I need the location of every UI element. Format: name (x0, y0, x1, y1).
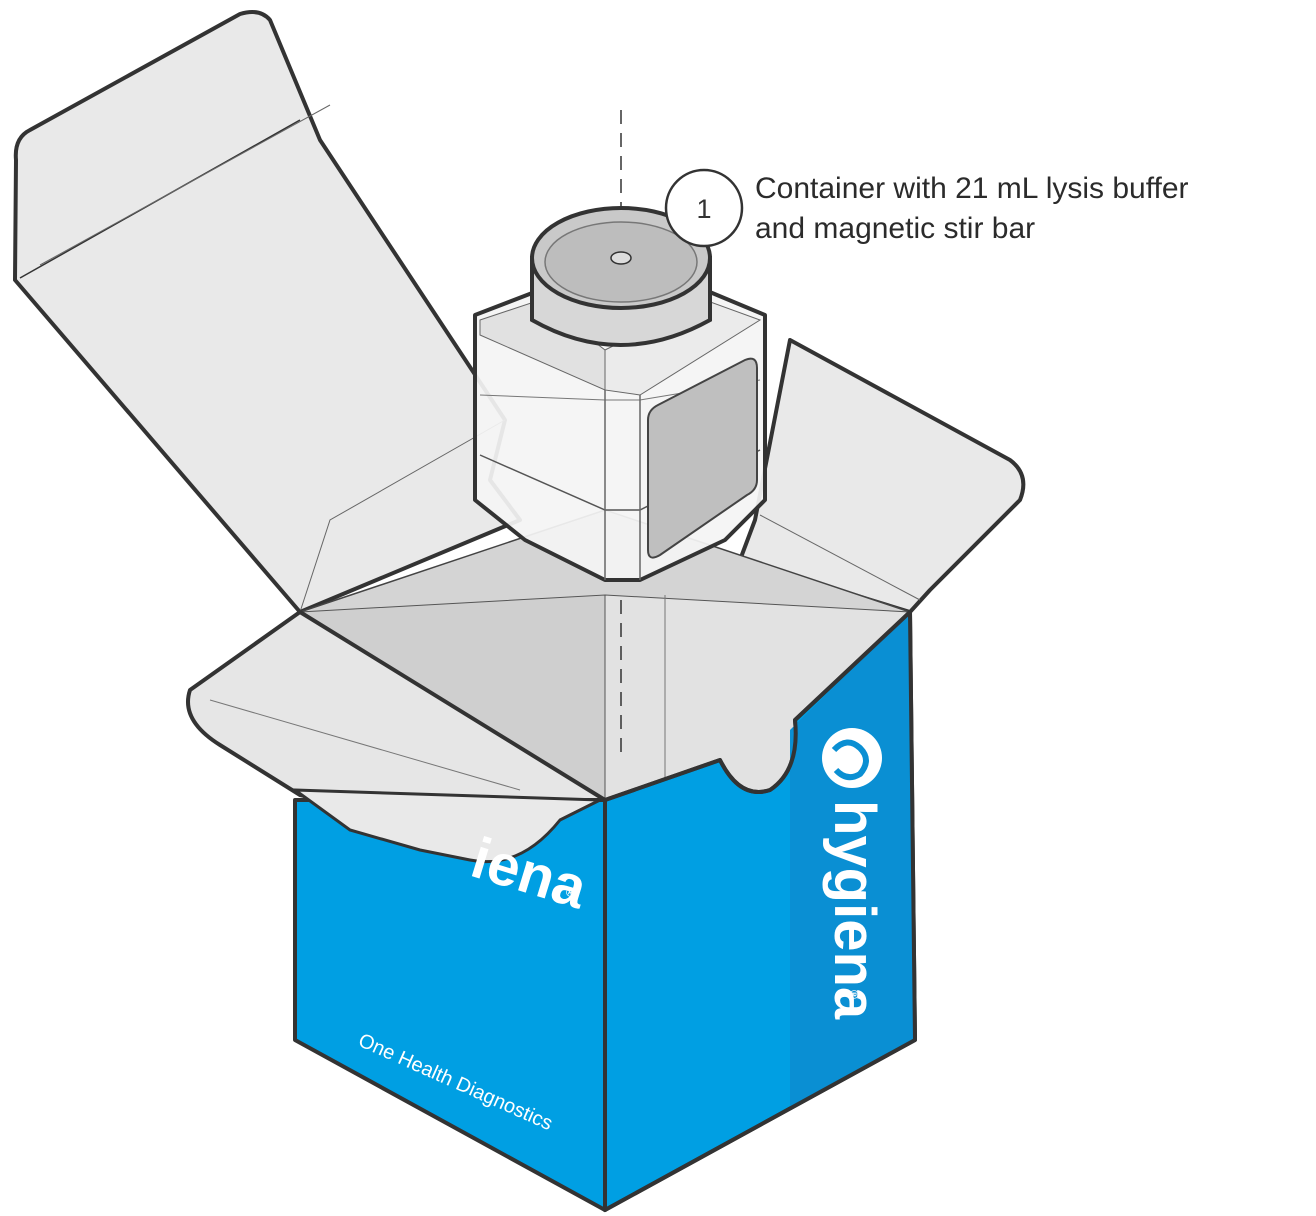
box-side-face: hygiena ® (603, 610, 917, 1212)
callout-number: 1 (696, 194, 711, 224)
box-flap-back-left (13, 10, 522, 614)
callout-label-line1: Container with 21 mL lysis buffer (755, 172, 1189, 205)
container-cap (530, 206, 712, 347)
hygiena-logo-icon (822, 728, 882, 788)
registered-mark-front: ® (564, 884, 577, 900)
callout-1: 1 Container with 21 mL lysis buffer and … (664, 168, 1189, 248)
box-flap-right (738, 338, 1026, 614)
box-front-face: iena ® One Health Diagnostics (290, 788, 607, 1212)
callout-label-line2: and magnetic stir bar (755, 212, 1035, 245)
registered-mark-side: ® (847, 990, 861, 999)
callout-number-circle (664, 168, 744, 248)
brand-logo-side: hygiena (822, 800, 887, 1020)
lysis-buffer-container (473, 206, 767, 582)
